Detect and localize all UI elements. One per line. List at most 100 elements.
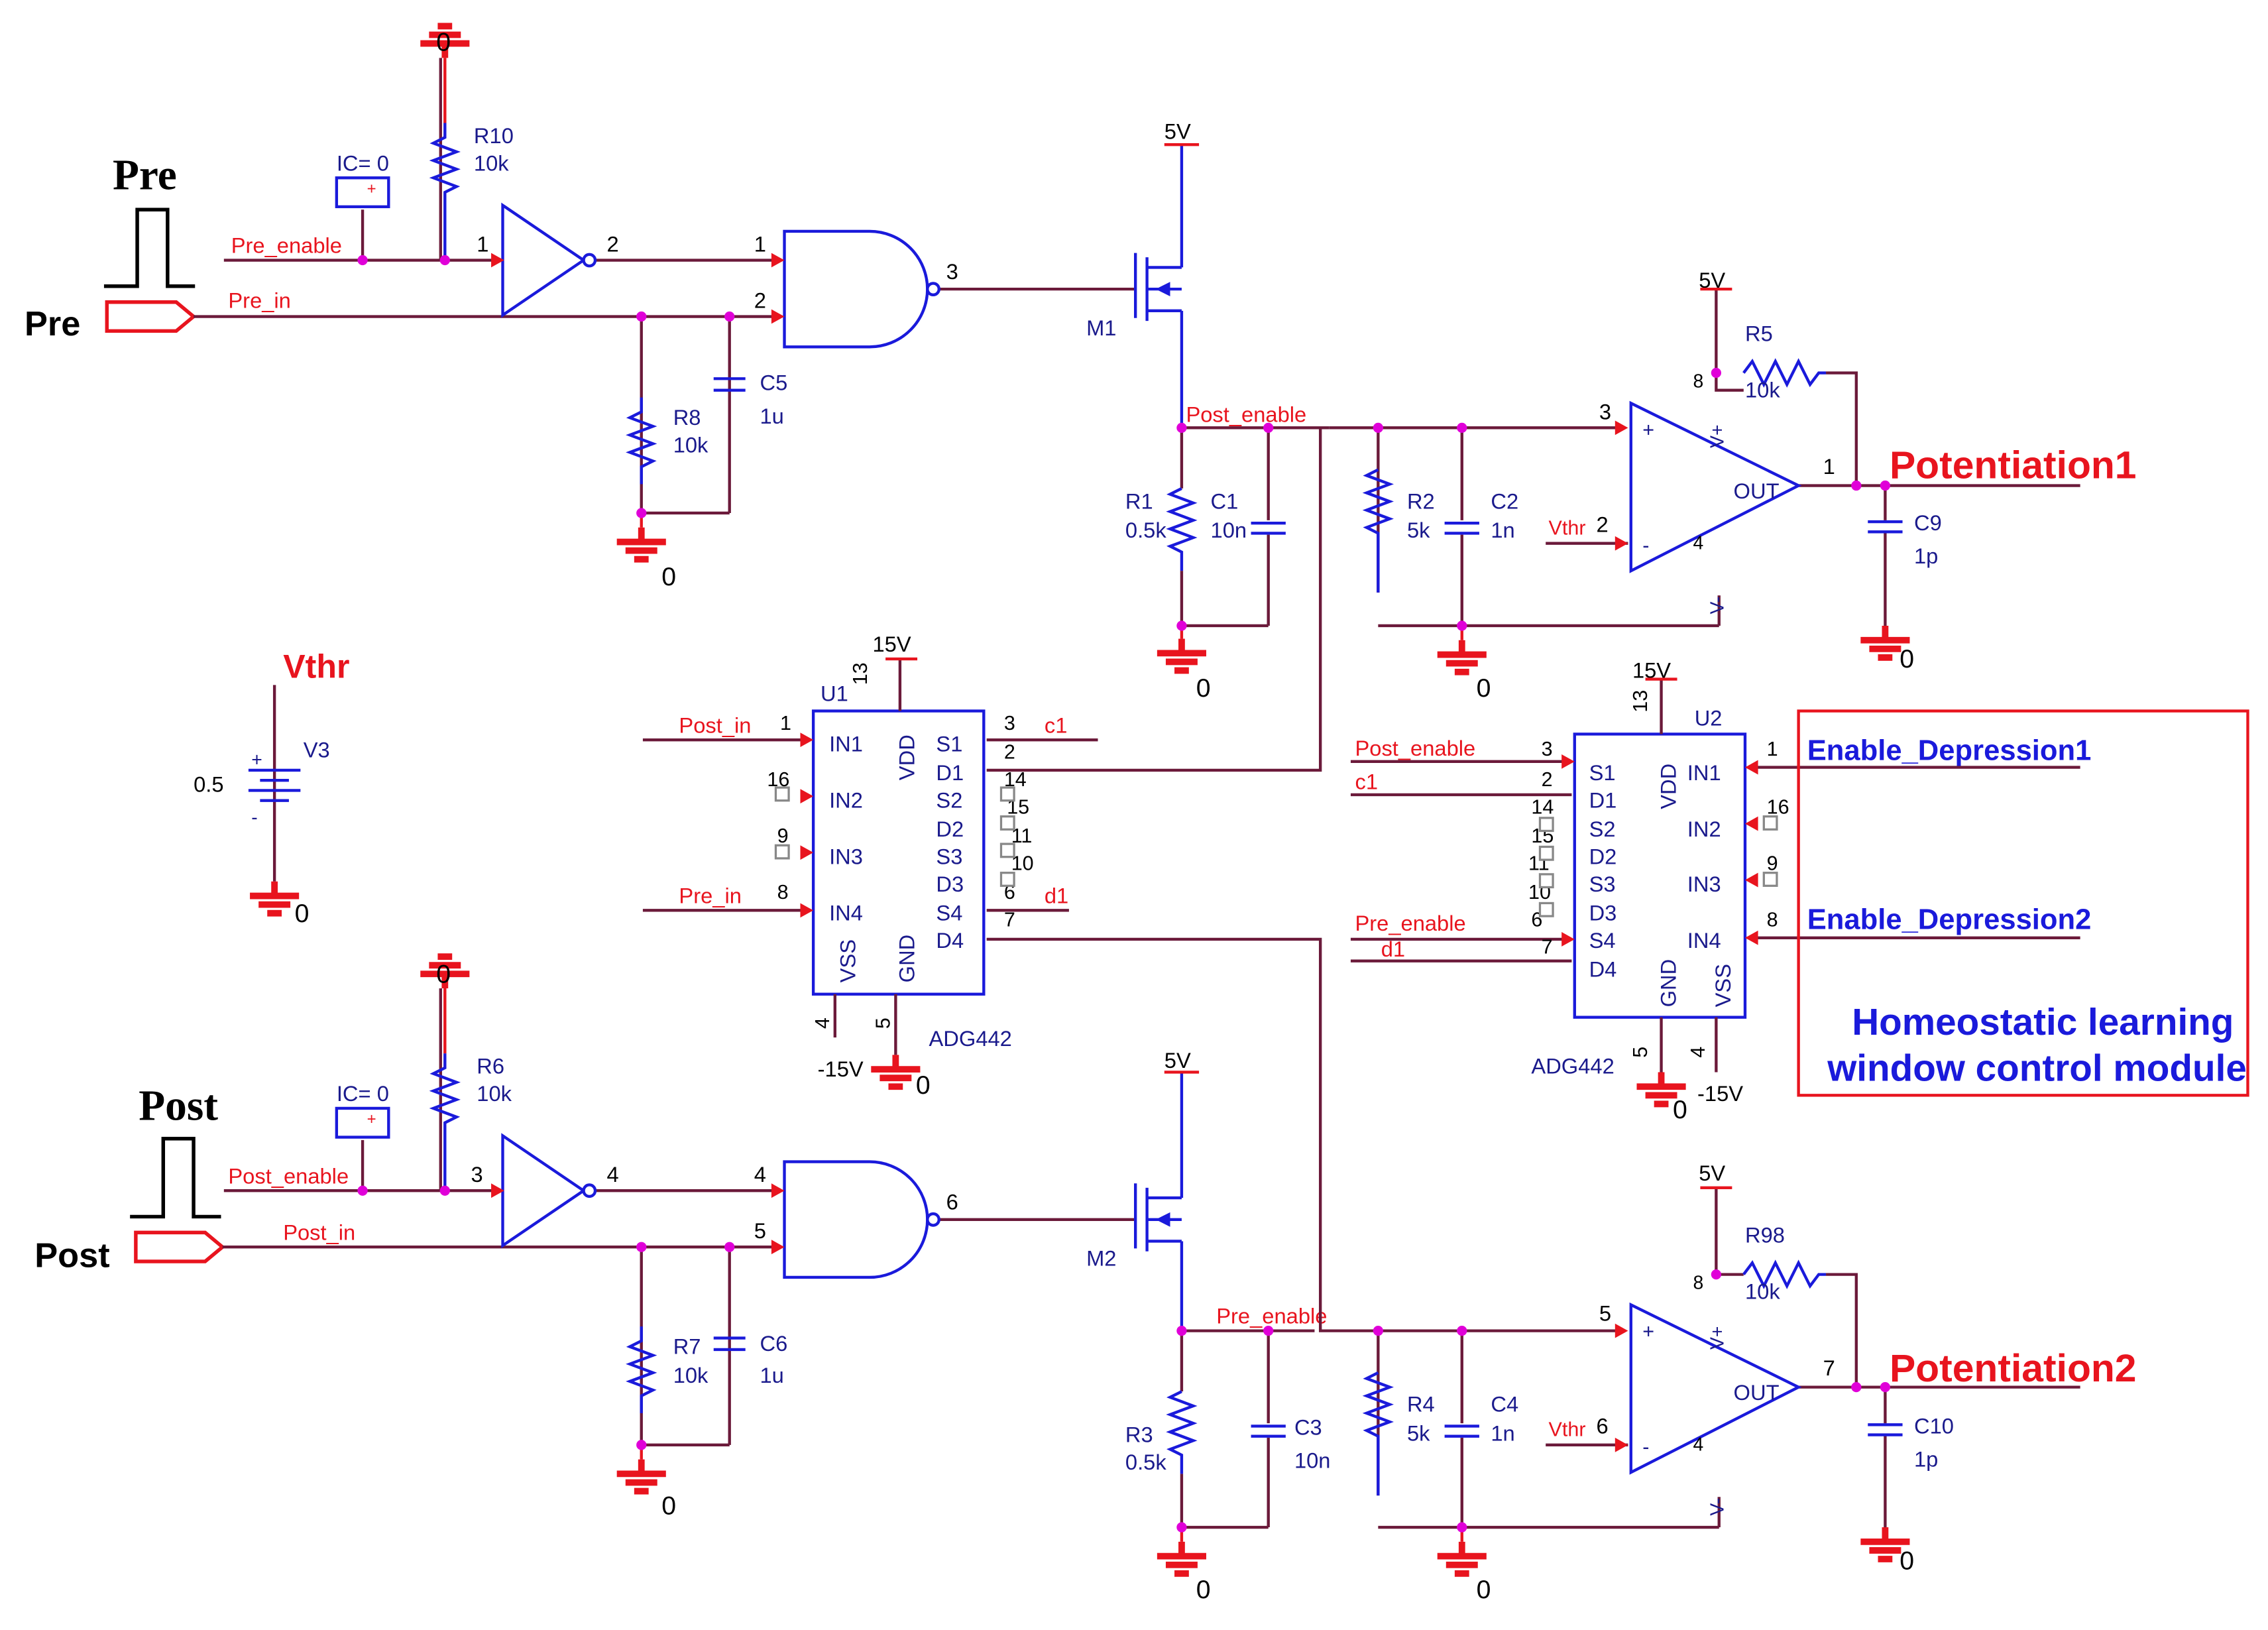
svg-text:OUT: OUT [1734, 1380, 1780, 1405]
svg-text:2: 2 [1596, 512, 1608, 536]
c3-capacitor [1251, 1425, 1286, 1438]
ic-box-pre [335, 176, 390, 209]
svg-text:C3: C3 [1294, 1415, 1322, 1440]
svg-text:10k: 10k [1745, 378, 1780, 402]
m2-mosfet [1134, 1072, 1184, 1331]
svg-text:4: 4 [1693, 532, 1704, 553]
svg-text:0: 0 [1673, 1095, 1687, 1124]
svg-text:V+: V+ [1707, 424, 1728, 447]
svg-text:4: 4 [811, 1018, 834, 1029]
svg-text:OUT: OUT [1734, 479, 1780, 503]
svg-text:S1: S1 [936, 732, 962, 756]
svg-text:D2: D2 [936, 817, 964, 841]
c5-capacitor [713, 377, 746, 392]
svg-text:0: 0 [1899, 644, 1914, 673]
svg-text:Post_in: Post_in [283, 1220, 355, 1244]
svg-text:V+: V+ [1707, 1326, 1728, 1350]
svg-text:+: + [1642, 1320, 1654, 1343]
svg-text:Pre_enable: Pre_enable [1355, 911, 1465, 935]
svg-text:c1: c1 [1045, 713, 1068, 737]
svg-text:window control module: window control module [1827, 1048, 2247, 1090]
pre-port-label: Pre [25, 305, 80, 343]
svg-text:1p: 1p [1914, 1447, 1938, 1472]
svg-text:0: 0 [1196, 673, 1211, 703]
svg-text:IN2: IN2 [1687, 817, 1721, 841]
svg-text:5: 5 [754, 1218, 766, 1243]
svg-text:8: 8 [777, 881, 789, 903]
svg-text:d1: d1 [1045, 883, 1068, 907]
svg-text:Post_enable: Post_enable [1186, 402, 1306, 427]
svg-text:10n: 10n [1294, 1448, 1331, 1473]
svg-text:R5: R5 [1745, 321, 1773, 346]
svg-text:S2: S2 [936, 788, 962, 813]
svg-text:R8: R8 [673, 405, 701, 430]
svg-text:C9: C9 [1914, 510, 1942, 535]
vthr-source: Vthr + - V3 0.5 0 [194, 648, 349, 927]
svg-text:Pre_enable: Pre_enable [231, 233, 342, 258]
svg-text:6: 6 [946, 1190, 958, 1214]
svg-text:5: 5 [872, 1018, 895, 1029]
svg-text:M2: M2 [1086, 1246, 1116, 1271]
svg-text:+: + [367, 1110, 376, 1128]
svg-text:R10: R10 [474, 123, 514, 148]
svg-text:D4: D4 [936, 928, 964, 953]
svg-text:5k: 5k [1407, 518, 1430, 542]
svg-text:+: + [251, 749, 262, 770]
svg-text:8: 8 [1767, 908, 1778, 931]
svg-text:10k: 10k [673, 1363, 709, 1387]
svg-text:7: 7 [1004, 908, 1015, 931]
svg-text:1n: 1n [1491, 1421, 1514, 1445]
svg-text:IN3: IN3 [829, 844, 863, 869]
svg-text:13: 13 [1629, 690, 1652, 713]
svg-text:S2: S2 [1589, 817, 1616, 841]
svg-text:Post_in: Post_in [679, 713, 751, 737]
c6-capacitor [713, 1336, 746, 1352]
svg-text:10k: 10k [474, 150, 509, 175]
svg-text:0: 0 [916, 1071, 931, 1100]
svg-text:0: 0 [1196, 1575, 1211, 1604]
svg-text:0: 0 [436, 27, 451, 56]
svg-text:4: 4 [606, 1162, 618, 1187]
svg-text:0: 0 [1477, 1575, 1491, 1604]
svg-text:V-: V- [1707, 597, 1728, 614]
post-input-port[interactable] [134, 1230, 225, 1263]
svg-text:-15V: -15V [818, 1057, 864, 1081]
svg-text:1: 1 [1767, 738, 1778, 760]
svg-text:Pre_in: Pre_in [679, 883, 741, 907]
svg-text:R4: R4 [1407, 1392, 1435, 1417]
m1-mosfet [1134, 145, 1184, 428]
svg-text:c1: c1 [1355, 769, 1378, 793]
svg-text:Post: Post [34, 1237, 109, 1275]
opamp-2 [1629, 1302, 1802, 1475]
svg-text:VDD: VDD [1656, 764, 1680, 809]
svg-text:-15V: -15V [1697, 1081, 1743, 1106]
pre-input-port[interactable] [105, 300, 197, 333]
svg-text:0: 0 [295, 899, 310, 928]
svg-text:VSS: VSS [835, 939, 860, 982]
svg-text:0.5k: 0.5k [1125, 518, 1166, 542]
svg-text:0.5: 0.5 [194, 772, 223, 797]
r7-resistor [626, 1326, 657, 1413]
svg-text:0: 0 [661, 1491, 676, 1520]
svg-text:C5: C5 [760, 371, 787, 395]
svg-text:6: 6 [1596, 1413, 1608, 1438]
svg-text:S3: S3 [1589, 872, 1616, 896]
svg-text:+: + [367, 180, 376, 198]
svg-text:D3: D3 [936, 872, 964, 896]
r10-resistor [429, 123, 461, 261]
svg-text:0: 0 [661, 562, 676, 591]
svg-text:D1: D1 [1589, 788, 1617, 813]
c2-capacitor [1444, 522, 1479, 535]
svg-text:M1: M1 [1086, 316, 1116, 340]
svg-text:R98: R98 [1745, 1223, 1785, 1248]
svg-text:IN4: IN4 [1687, 928, 1721, 953]
svg-text:9: 9 [1767, 852, 1778, 874]
svg-text:4: 4 [1687, 1047, 1709, 1058]
svg-text:D4: D4 [1589, 957, 1617, 982]
r98-resistor [1742, 1259, 1827, 1289]
svg-text:10k: 10k [477, 1081, 512, 1106]
svg-text:Post_enable: Post_enable [228, 1163, 349, 1188]
svg-text:Enable_Depression1: Enable_Depression1 [1807, 735, 2092, 767]
svg-text:R3: R3 [1125, 1422, 1153, 1446]
r8-resistor [626, 397, 657, 485]
